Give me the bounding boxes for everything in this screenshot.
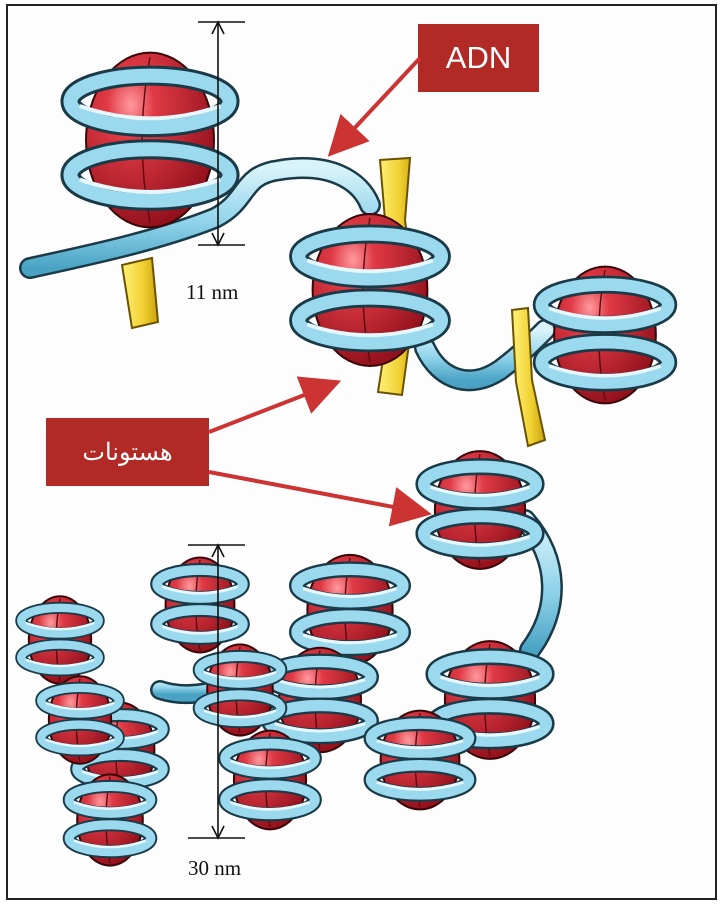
nucleosome xyxy=(542,267,668,404)
fiber-width-label: 30 nm xyxy=(188,856,241,881)
nucleosome xyxy=(371,711,469,810)
nucleosome xyxy=(69,774,151,865)
nucleosome xyxy=(225,731,315,830)
nucleosome xyxy=(299,214,442,366)
dna-label: ADN xyxy=(418,24,539,92)
nucleosome xyxy=(21,596,99,683)
nucleosome xyxy=(41,676,119,763)
histones-label: هستونات xyxy=(46,418,209,486)
nucleosome-width-label: 11 nm xyxy=(186,280,238,305)
nucleosome xyxy=(199,644,281,735)
nucleosome xyxy=(157,558,243,653)
nucleosome xyxy=(424,451,536,569)
nucleosome xyxy=(70,53,229,228)
